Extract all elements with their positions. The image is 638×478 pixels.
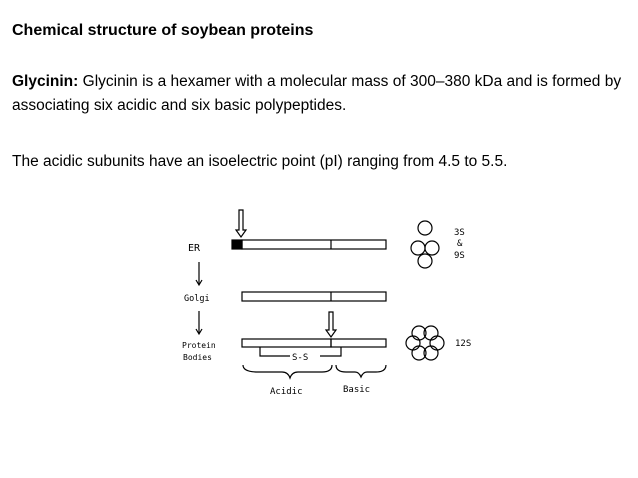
form-12s-label: 12S [455,339,471,349]
er-to-golgi-arrowhead [195,279,203,287]
er-precursor-bar [241,239,387,250]
processing-cleavage-arrow [324,311,338,339]
acidic-subunit-paragraph: The acidic subunits have an isoelectric … [12,153,508,170]
hexamer-12s-cluster [405,325,445,361]
golgi-to-bodies-arrowhead [195,328,203,336]
acidic-polypeptide-bar [241,338,332,348]
glycinin-label: Glycinin: [12,73,79,90]
protein-bodies-label-line1: Protein [182,341,216,350]
glycinin-description: Glycinin is a hexamer with a molecular m… [12,73,622,114]
disulfide-label: S-S [292,353,308,363]
basic-brace [335,364,387,379]
basic-polypeptide-bar [330,338,387,348]
form-3s-label: 3S [454,228,465,238]
signal-cleavage-arrow [234,209,248,239]
disulfide-bridge-line [259,347,290,357]
acidic-brace [242,364,333,380]
signal-peptide-block [231,239,243,250]
glycinin-paragraph: Glycinin: Glycinin is a hexamer with a m… [12,70,630,118]
monomer-3s-circle [417,220,433,236]
basic-label: Basic [343,385,370,395]
trimer-9s-cluster [410,240,440,269]
form-9s-label: 9S [454,251,465,261]
disulfide-bridge-line-right [320,347,342,357]
golgi-label: Golgi [184,294,210,304]
form-and-label: & [457,239,463,249]
er-label: ER [188,243,201,254]
golgi-precursor-bar [241,291,387,302]
slide-title: Chemical structure of soybean proteins [12,22,314,39]
acidic-label: Acidic [270,387,303,397]
protein-bodies-label-line2: Bodies [183,353,212,362]
